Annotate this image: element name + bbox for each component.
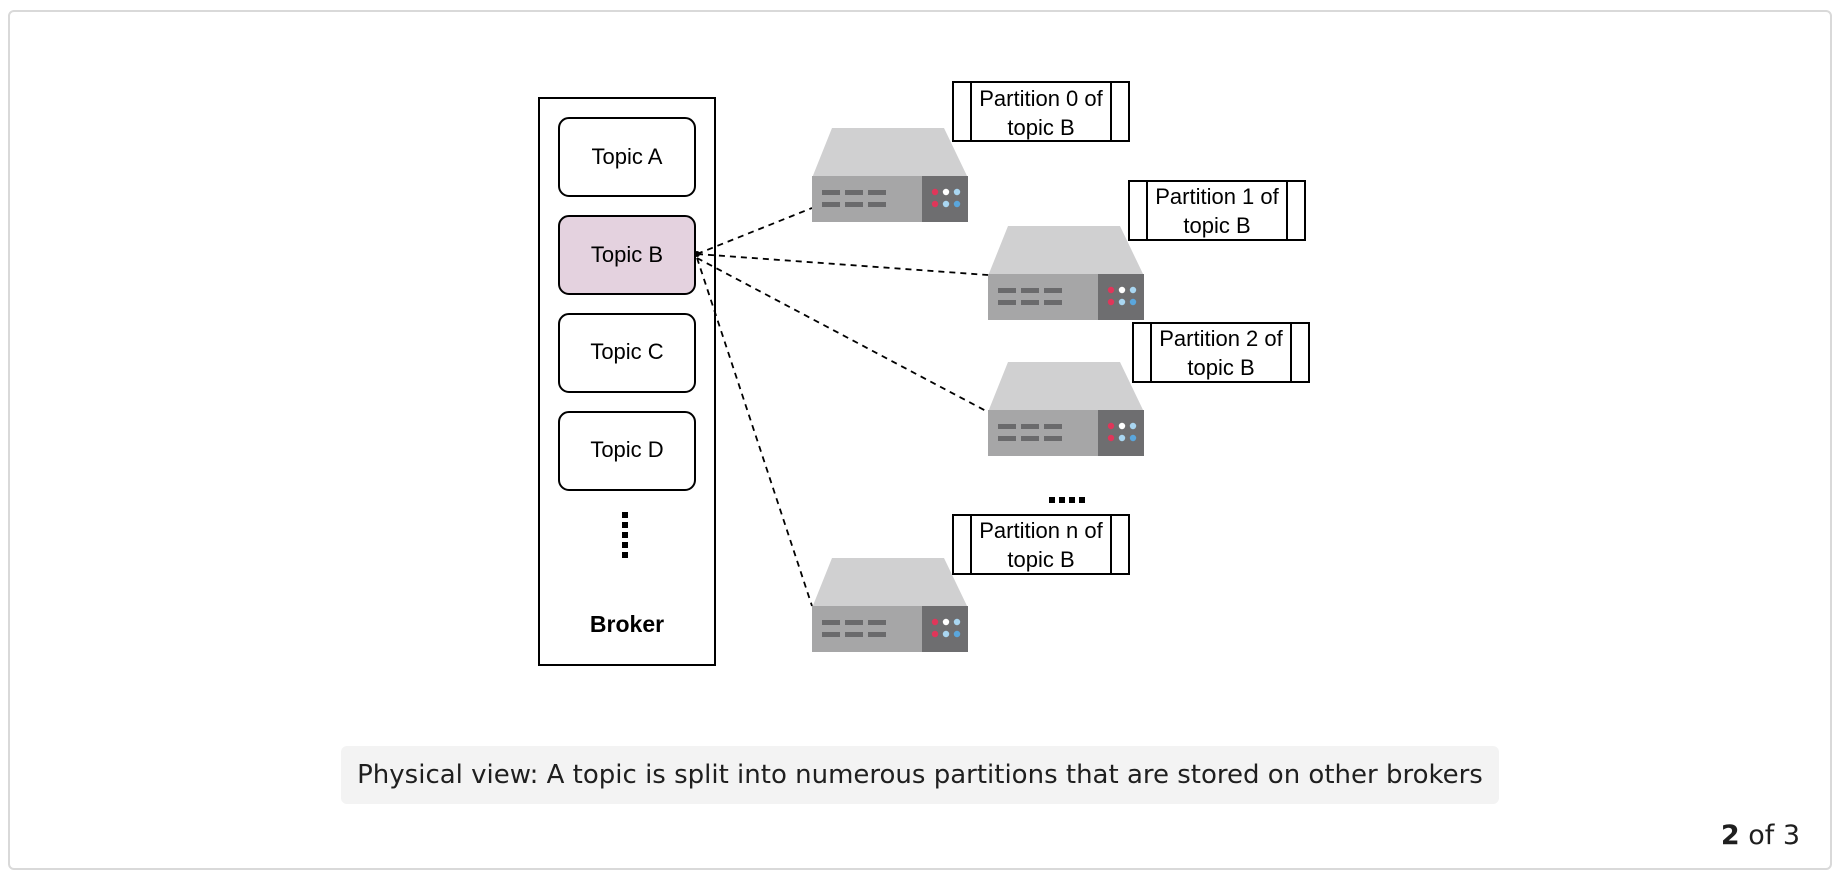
- svg-text:topic B: topic B: [1007, 115, 1074, 140]
- server-icon-1: [988, 226, 1144, 320]
- svg-text:Partition 0 of: Partition 0 of: [979, 86, 1103, 111]
- topic-label-a: Topic A: [592, 144, 663, 169]
- connector-partition-0: [696, 207, 813, 255]
- more-topics-marker: [622, 512, 628, 558]
- svg-text:topic B: topic B: [1183, 213, 1250, 238]
- topic-box-c[interactable]: Topic C: [558, 313, 696, 393]
- caption-text: Physical view: A topic is split into num…: [357, 760, 1483, 790]
- connector-partition-1: [696, 253, 989, 276]
- topic-label-d: Topic D: [590, 437, 663, 462]
- slide-pager: 2 of 3: [1721, 820, 1800, 851]
- partition-label-1: Partition 1 of topic B: [1128, 180, 1306, 241]
- server-icon-0: [812, 128, 968, 222]
- topic-box-b[interactable]: Topic B: [558, 215, 696, 295]
- connector-origin-dot: [694, 251, 700, 257]
- more-servers-marker: [1049, 497, 1085, 503]
- topic-label-c: Topic C: [590, 339, 663, 364]
- svg-text:topic B: topic B: [1187, 355, 1254, 380]
- svg-text:topic B: topic B: [1007, 547, 1074, 572]
- slide-caption: Physical view: A topic is split into num…: [341, 746, 1499, 804]
- topic-box-d[interactable]: Topic D: [558, 411, 696, 491]
- partition-label-2: Partition 2 of topic B: [1132, 322, 1310, 383]
- connectors: [696, 207, 989, 607]
- pager-total: 3: [1782, 820, 1800, 851]
- partition-label-n: Partition n of topic B: [952, 514, 1130, 575]
- partition-label-0: Partition 0 of topic B: [952, 81, 1130, 142]
- svg-text:Partition n of: Partition n of: [979, 518, 1103, 543]
- broker-label: Broker: [590, 611, 664, 637]
- svg-text:Partition 2 of: Partition 2 of: [1159, 326, 1283, 351]
- svg-text:Partition 1 of: Partition 1 of: [1155, 184, 1279, 209]
- server-icon-2: [988, 362, 1144, 456]
- topic-box-a[interactable]: Topic A: [558, 117, 696, 197]
- server-icon-n: [812, 558, 968, 652]
- pager-separator: of: [1748, 820, 1783, 851]
- topic-label-b: Topic B: [591, 242, 663, 267]
- pager-current: 2: [1720, 820, 1740, 851]
